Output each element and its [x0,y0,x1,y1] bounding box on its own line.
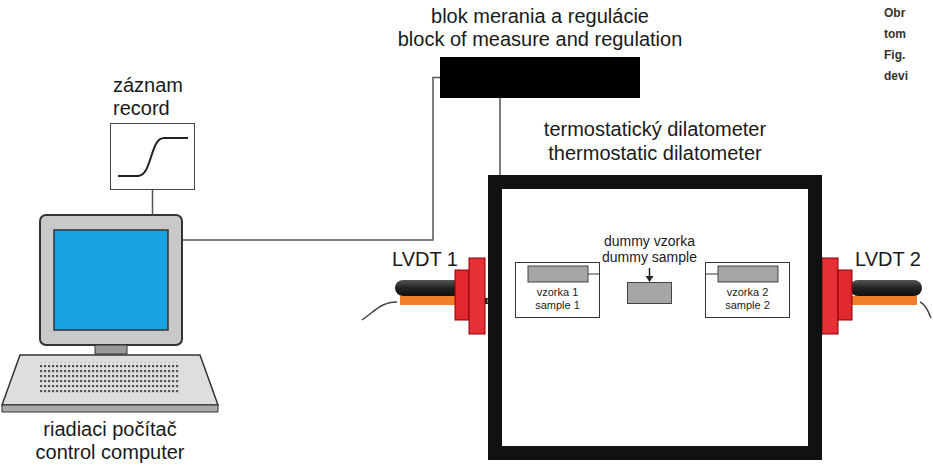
monitor-stand [95,345,127,354]
node-label: vzorka 1sample 1 [535,286,580,312]
connector-line [152,190,154,215]
text-line: block of measure and regulation [398,28,683,51]
node-label: termostatický dilatometerthermostatic di… [544,117,766,165]
keyboard [2,355,218,405]
text-line: blok merania a regulácie [398,5,683,28]
text-line: record [113,97,183,120]
text-line: sample 1 [535,299,580,312]
leader-arrow [649,268,651,277]
text-line: vzorka 1 [535,286,580,299]
record-box: záznamrecord [110,123,195,190]
text-line: thermostatic dilatometer [544,141,766,165]
computer-node: riadiaci počítačcontrol computer [0,212,220,468]
keyboard-edge [2,405,218,412]
sensor-label: LVDT 1 [392,248,458,271]
connector-line [182,78,440,241]
sample-bar [718,266,778,282]
control-block: blok merania a regulácieblock of measure… [440,57,640,98]
keys [40,362,180,395]
node-label: dummy vzorkadummy sample [602,233,697,265]
caption-fragment: Obr [884,6,905,20]
dummy-sample: dummy vzorkadummy sample [627,282,672,304]
text-line: riadiaci počítač [36,418,185,441]
computer-icon [2,215,218,412]
text-line: control computer [36,441,185,464]
caption-fragment: Fig. [884,48,905,62]
node-label: záznamrecord [113,74,183,120]
node-label: vzorka 2sample 2 [725,286,770,312]
sample-bar [528,266,588,282]
text-line: vzorka 2 [725,286,770,299]
text-line: sample 2 [725,299,770,312]
text-line: záznam [113,74,183,97]
sample-holder [705,274,718,275]
monitor [40,215,182,345]
text-line: dummy sample [602,249,697,265]
record-curve [118,138,188,176]
connector-line [499,98,501,175]
text-line: dummy vzorka [602,233,697,249]
dilatometer-frame: termostatický dilatometerthermostatic di… [488,175,822,460]
node-label: blok merania a regulácieblock of measure… [398,5,683,51]
text-line: termostatický dilatometer [544,117,766,141]
caption-fragment: tom [884,27,906,41]
screen [54,230,168,330]
caption-fragment: devi [884,69,908,83]
node-label: riadiaci počítačcontrol computer [36,418,185,464]
sample-box: vzorka 1sample 1 [515,262,600,318]
sample-box: vzorka 2sample 2 [705,262,790,318]
sample-holder [588,274,600,275]
sensor-label: LVDT 2 [855,248,921,271]
